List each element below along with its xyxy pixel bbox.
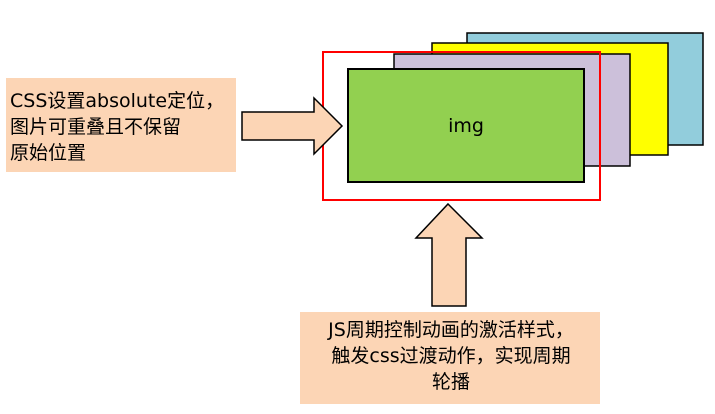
- note-line: 轮播: [431, 371, 470, 393]
- note-line: JS周期控制动画的激活样式，: [328, 319, 574, 341]
- slide-front-label: img: [448, 115, 484, 137]
- absolute-position-note: CSS设置absolute定位， 图片可重叠且不保留 原始位置: [6, 78, 236, 172]
- slide-front: [347, 68, 585, 183]
- note-line: 原始位置: [10, 142, 87, 164]
- js-rotation-note: JS周期控制动画的激活样式， 触发css过渡动作，实现周期 轮播: [300, 312, 600, 404]
- note-line: 触发css过渡动作，实现周期: [331, 345, 571, 367]
- note-line: CSS设置absolute定位，: [10, 90, 225, 112]
- up-arrow: [414, 202, 484, 307]
- right-arrow: [241, 96, 344, 156]
- note-line: 图片可重叠且不保留: [10, 116, 182, 138]
